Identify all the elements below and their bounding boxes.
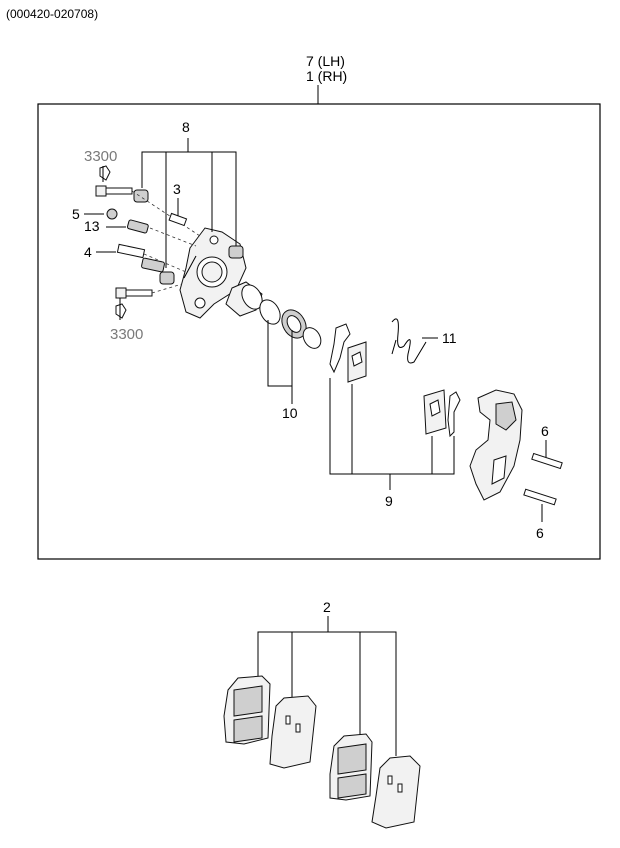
callout-2: 2 — [323, 599, 331, 615]
callout-11: 11 — [442, 330, 457, 346]
guide-bolt-bottom[interactable] — [115, 287, 153, 299]
bleeder-screw-5[interactable] — [106, 208, 118, 220]
anti-rattle-clip-small[interactable] — [447, 391, 461, 438]
assembly-label-rh: 1 (RH) — [306, 68, 347, 84]
o-ring[interactable] — [300, 324, 325, 351]
callout-3300-bottom: 3300 — [110, 326, 143, 343]
callout-6-top: 6 — [541, 423, 549, 439]
assembly-frame — [37, 103, 601, 560]
callout-6-bottom: 6 — [536, 525, 544, 541]
guide-pin-6-bottom[interactable] — [523, 488, 557, 506]
callout-9: 9 — [385, 493, 393, 509]
piston-seal[interactable] — [256, 296, 285, 328]
diagram-code: (000420-020708) — [6, 7, 98, 21]
piston[interactable] — [225, 281, 266, 317]
caliper-bracket[interactable] — [469, 389, 523, 501]
leader-10 — [267, 320, 293, 387]
pad-shim-plate[interactable] — [347, 341, 367, 383]
brake-pad-3[interactable] — [329, 733, 373, 801]
callout-8: 8 — [182, 119, 190, 135]
callout-10: 10 — [282, 405, 298, 421]
guide-pin-6-top[interactable] — [531, 452, 563, 470]
sleeve-8[interactable] — [141, 257, 165, 273]
torque-note-top-icon — [99, 165, 111, 181]
bushing-13[interactable] — [126, 219, 149, 234]
leader-2 — [257, 631, 397, 756]
brake-pad-4[interactable] — [371, 755, 421, 829]
callout-3300-top: 3300 — [84, 148, 117, 165]
callout-4: 4 — [84, 244, 92, 260]
torque-note-bottom-icon — [115, 303, 127, 319]
brake-pad-2[interactable] — [269, 695, 317, 769]
assembly-label-lh: 7 (LH) — [306, 53, 345, 69]
callout-3: 3 — [173, 181, 181, 197]
pad-spring-11[interactable] — [391, 318, 427, 364]
guide-boot-top[interactable] — [133, 189, 149, 203]
bleeder-cap[interactable] — [228, 245, 244, 259]
pad-shim-inner[interactable] — [423, 389, 447, 435]
leader-8 — [141, 151, 237, 248]
guide-bolt-top[interactable] — [95, 185, 133, 197]
callout-5: 5 — [72, 206, 80, 222]
callout-13: 13 — [84, 218, 100, 234]
guide-boot-bottom[interactable] — [159, 271, 175, 285]
guide-pin-4[interactable] — [116, 243, 146, 259]
guide-pin-3[interactable] — [168, 212, 188, 227]
pad-shim-outer[interactable] — [329, 323, 351, 374]
brake-pad-1[interactable] — [223, 675, 271, 745]
leader-9 — [329, 378, 455, 475]
